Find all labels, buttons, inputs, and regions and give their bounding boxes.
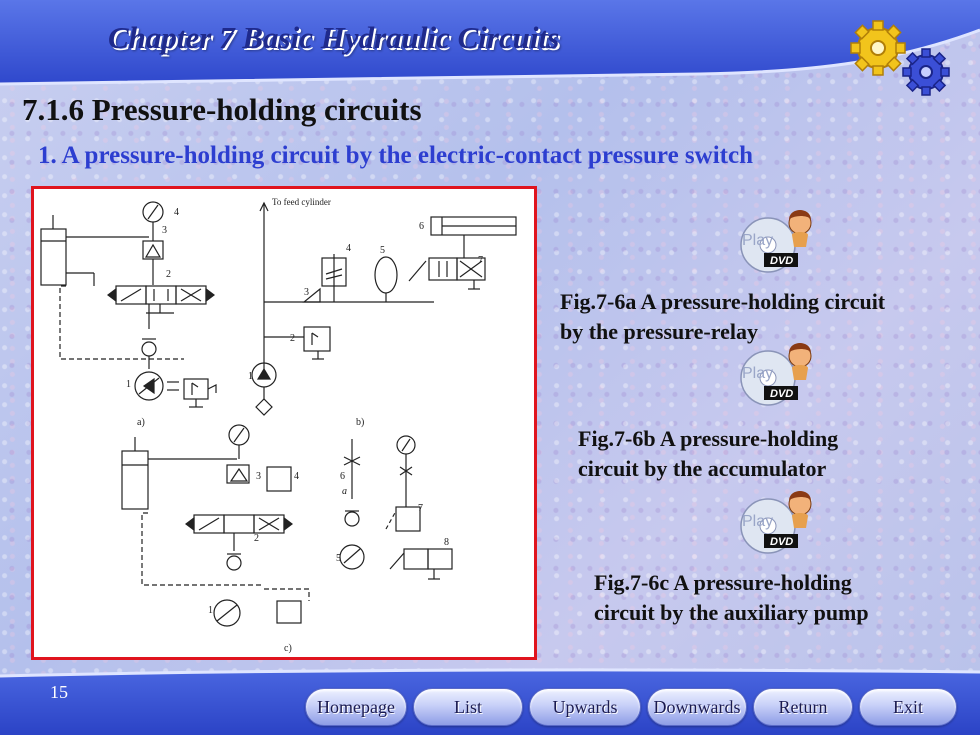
label-5c: 5 — [336, 553, 341, 564]
caption-a-line2: by the pressure-relay — [560, 319, 758, 344]
section-title: 7.1.6 Pressure-holding circuits — [22, 92, 422, 127]
exit-button[interactable]: Exit — [859, 688, 957, 726]
label-3c: 3 — [256, 471, 261, 482]
hydraulic-schematic: 4 3 2 1 a) To feed cylinder 6 4 5 7 3 2 … — [40, 197, 517, 654]
label-2a: 2 — [166, 269, 171, 280]
label-4c: 4 — [294, 471, 299, 482]
dvd-badge-c: DVD — [770, 536, 793, 548]
caption-fig-7-6b: Fig.7-6b A pressure-holding circuit by t… — [578, 424, 838, 484]
label-7b: 7 — [478, 255, 483, 266]
label-5b: 5 — [380, 245, 385, 256]
play-dvd-button-b[interactable]: Play DVD — [730, 338, 820, 408]
label-1c: 1 — [208, 605, 213, 616]
subsection-title: 1. A pressure-holding circuit by the ele… — [38, 142, 753, 169]
chapter-title: Chapter 7 Basic Hydraulic Circuits — [108, 20, 560, 55]
page-number: 15 — [50, 682, 68, 702]
upwards-button[interactable]: Upwards — [529, 688, 641, 726]
play-label-a: Play — [742, 232, 773, 249]
figure-label-a: a) — [137, 417, 145, 428]
list-button[interactable]: List — [413, 688, 523, 726]
play-dvd-button-c[interactable]: Play DVD — [730, 486, 820, 556]
label-6c: 6 — [340, 471, 345, 482]
caption-a-line1: Fig.7-6a A pressure-holding circuit — [560, 289, 886, 314]
label-ac: a — [342, 486, 347, 497]
gears-icon — [850, 20, 950, 96]
homepage-button[interactable]: Homepage — [305, 688, 407, 726]
label-1a: 1 — [126, 379, 131, 390]
hydraulic-diagram-figure: 4 3 2 1 a) To feed cylinder 6 4 5 7 3 2 … — [31, 186, 537, 660]
label-8c: 8 — [444, 537, 449, 548]
feed-cylinder-label: To feed cylinder — [272, 197, 331, 207]
caption-b-line1: Fig.7-6b A pressure-holding — [578, 426, 839, 451]
label-3b: 3 — [304, 287, 309, 298]
label-7c: 7 — [418, 503, 423, 514]
label-4a: 4 — [174, 207, 179, 218]
return-button[interactable]: Return — [753, 688, 853, 726]
label-4b: 4 — [346, 243, 351, 254]
navigation-bar: Homepage List Upwards Downwards Return E… — [0, 688, 980, 730]
caption-fig-7-6a: Fig.7-6a A pressure-holding circuit by t… — [560, 287, 885, 347]
label-2c: 2 — [254, 533, 259, 544]
dvd-badge-b: DVD — [770, 388, 793, 400]
play-label-b: Play — [742, 365, 773, 382]
label-1b: 1 — [248, 371, 253, 382]
label-6b: 6 — [419, 221, 424, 232]
downwards-button[interactable]: Downwards — [647, 688, 747, 726]
label-3a: 3 — [162, 225, 167, 236]
caption-b-line2: circuit by the accumulator — [578, 456, 827, 481]
dvd-badge-a: DVD — [770, 255, 793, 267]
figure-label-c: c) — [284, 643, 292, 654]
caption-c-line2: circuit by the auxiliary pump — [594, 600, 869, 625]
play-dvd-button-a[interactable]: Play DVD — [730, 205, 820, 275]
caption-fig-7-6c: Fig.7-6c A pressure-holding circuit by t… — [594, 568, 869, 628]
label-2b: 2 — [290, 333, 295, 344]
play-label-c: Play — [742, 513, 773, 530]
caption-c-line1: Fig.7-6c A pressure-holding — [594, 570, 852, 595]
figure-label-b: b) — [356, 417, 364, 428]
